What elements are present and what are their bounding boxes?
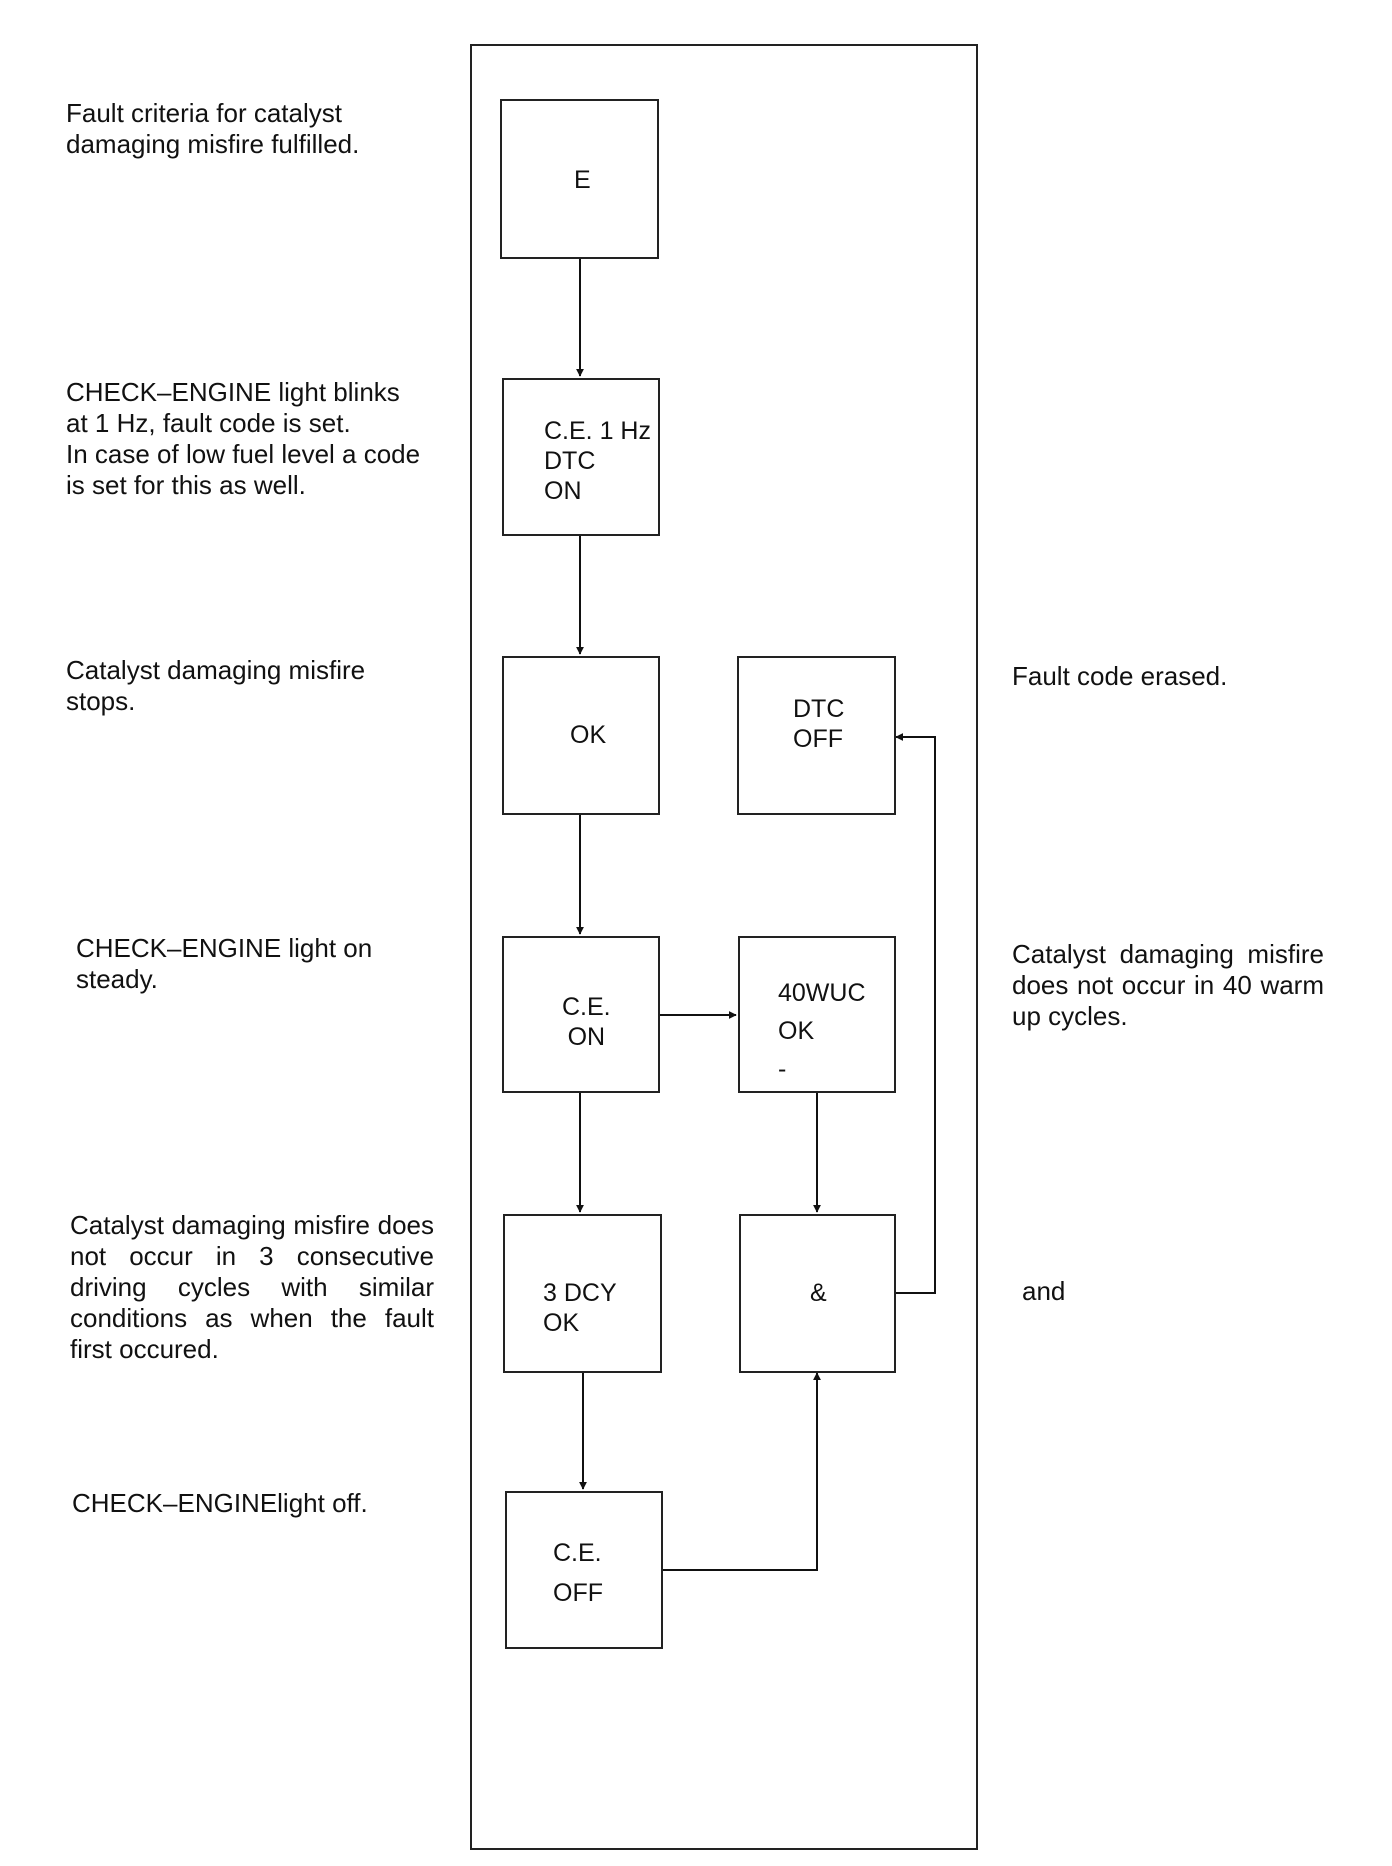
box-and-gate-label: & bbox=[810, 1279, 827, 1307]
box-ce-on: C.E. ON bbox=[502, 936, 660, 1093]
box-40wuc-label: 40WUC OK - bbox=[778, 979, 866, 1083]
box-ok-label: OK bbox=[570, 721, 607, 749]
arrow-ceoff-to-and bbox=[663, 1372, 821, 1571]
note-three-cycles: Catalyst damaging misfire does not occur… bbox=[70, 1210, 434, 1364]
note-forty-cycles: Catalyst damaging misfire does not occur… bbox=[1012, 939, 1324, 1031]
note-ce-blinks: CHECK–ENGINE light blinks at 1 Hz, fault… bbox=[66, 377, 421, 500]
note-fault-erased: Fault code erased. bbox=[1012, 661, 1228, 691]
box-dtc-off: DTC OFF bbox=[737, 656, 896, 815]
box-40wuc: 40WUC OK - bbox=[738, 936, 896, 1093]
note-ce-off: CHECK–ENGINElight off. bbox=[72, 1488, 368, 1518]
note-and: and bbox=[1022, 1276, 1066, 1306]
box-ce-off: C.E. OFF bbox=[505, 1491, 663, 1649]
note-fault-criteria: Fault criteria for catalyst damaging mis… bbox=[66, 98, 360, 159]
box-3dcy: 3 DCY OK bbox=[503, 1214, 662, 1373]
note-ce-steady: CHECK–ENGINE light on steady. bbox=[76, 933, 373, 994]
box-ok: OK bbox=[502, 656, 660, 815]
box-and-gate: & bbox=[739, 1214, 896, 1373]
box-ce-off-label: C.E. OFF bbox=[553, 1539, 603, 1607]
note-misfire-stops: Catalyst damaging misfire stops. bbox=[66, 655, 366, 716]
box-dtc-off-label: DTC OFF bbox=[793, 695, 845, 753]
box-ce-1hz-label: C.E. 1 Hz DTC ON bbox=[544, 417, 651, 505]
arrow-and-to-dtcoff bbox=[895, 733, 936, 1294]
box-3dcy-label: 3 DCY OK bbox=[543, 1279, 617, 1337]
box-e-label: E bbox=[574, 166, 591, 194]
box-ce-1hz-dtc-on: C.E. 1 Hz DTC ON bbox=[502, 378, 660, 536]
box-e: E bbox=[500, 99, 659, 259]
flowchart-panel bbox=[470, 44, 978, 1850]
box-ce-on-label: C.E. ON bbox=[562, 993, 611, 1051]
